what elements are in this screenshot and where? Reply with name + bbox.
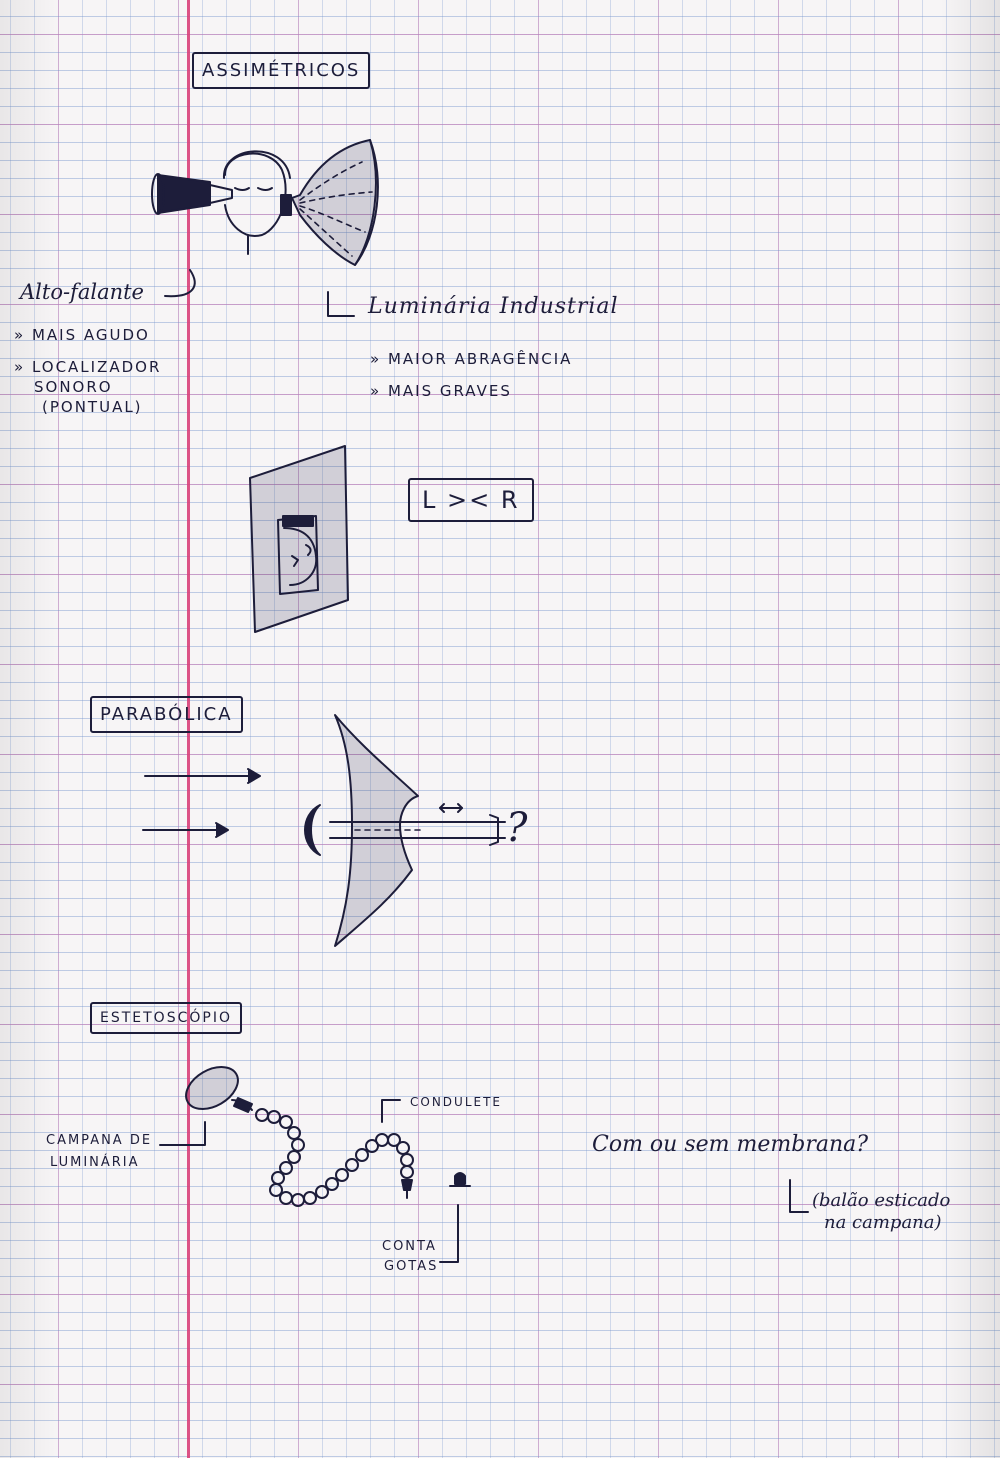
speaker-note-1: » MAIS AGUDO [14,326,150,344]
head-with-headphones-icon [222,150,292,255]
industrial-lamp-icon [291,139,379,266]
loudspeaker-icon [151,173,233,215]
membrane-note-line-2: na campana) [824,1212,942,1233]
stereo-box: L >< R [408,478,534,522]
section-title-estetoscopio: ESTETOSCÓPIO [90,1002,242,1034]
dropper-label-line-1: CONTA [382,1239,437,1254]
bell-label-line-2: LUMINÁRIA [50,1155,140,1170]
bell-label-line-1: CAMPANA DE [46,1133,153,1148]
lamp-label-bracket [327,291,355,317]
stereo-panel-illustration [249,445,349,633]
parabolica-question-mark: ? [506,805,528,851]
membrane-note-line-1: (balão esticado [812,1190,951,1211]
section-title-parabolica: PARABÓLICA [90,696,243,733]
speaker-note-2: » LOCALIZADOR [14,358,162,376]
notebook-margin-line [187,0,190,1458]
lamp-label: Luminária Industrial [368,294,619,319]
bell-label-bracket [159,1121,206,1146]
stethoscope-illustration [185,1066,471,1207]
parabolica-title-text: PARABÓLICA [100,704,233,725]
lamp-note-2: » MAIS GRAVES [370,382,512,400]
conduit-label: CONDULETE [410,1095,503,1109]
stereo-box-text: L >< R [422,486,520,514]
speaker-note-4: (PONTUAL) [42,398,143,416]
membrane-question: Com ou sem membrana? [592,1132,869,1157]
parabolic-dish-icon [304,714,506,947]
estetoscopio-title-text: ESTETOSCÓPIO [100,1010,232,1026]
speaker-label: Alto-falante [20,280,144,304]
membrane-note-bracket [789,1179,809,1213]
speaker-label-bracket [164,269,196,298]
incoming-sound-arrows [142,768,261,838]
conduit-label-bracket [381,1099,401,1123]
section-title-assimetricos: ASSIMÉTRICOS [192,52,371,89]
dropper-label-bracket [439,1204,459,1263]
assimetricos-title-text: ASSIMÉTRICOS [202,60,361,81]
speaker-note-3: SONORO [34,378,113,396]
lamp-note-1: » MAIOR ABRAGÊNCIA [370,350,573,368]
dropper-label-line-2: GOTAS [384,1259,439,1274]
